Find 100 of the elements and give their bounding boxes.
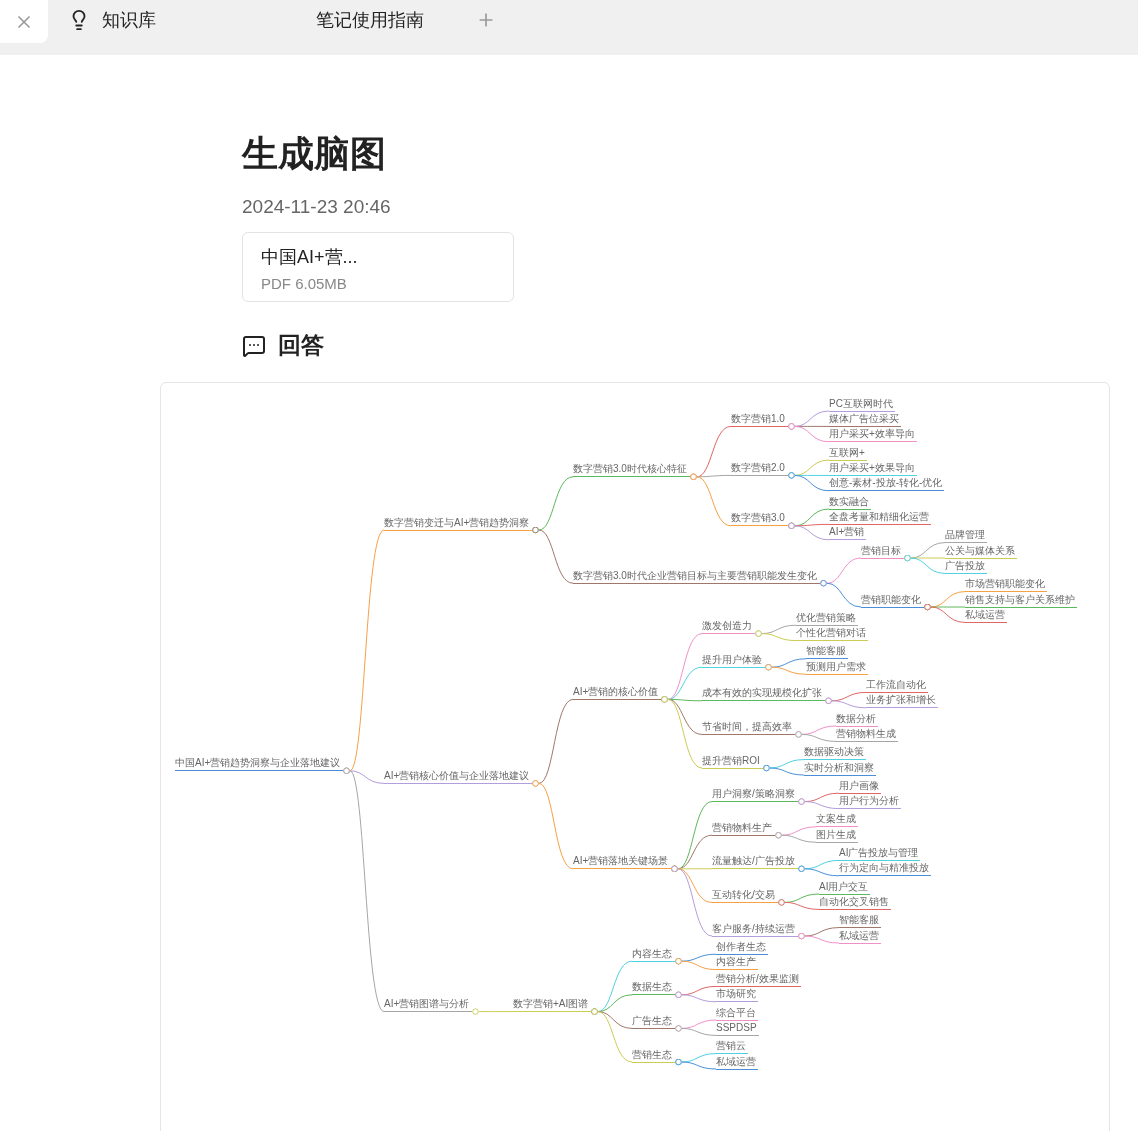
branch-line (472, 1008, 514, 1015)
topic-text: 实时分析和洞察 (804, 761, 874, 774)
topic-node (829, 412, 901, 430)
topic-node (804, 761, 876, 779)
topic-node (716, 1021, 759, 1039)
branch-line (343, 767, 385, 1013)
topic-text: 智能客服 (839, 914, 879, 927)
branch-line (675, 1025, 717, 1036)
topic-text: 营销云 (716, 1040, 746, 1053)
topic-text: 数字营销+AI图谱 (513, 998, 589, 1011)
topic-text: 提升营销ROI (702, 754, 760, 767)
topic-text: 媒体广告位采买 (829, 412, 899, 425)
branch-line (765, 663, 807, 675)
topic-text: 工作流自动化 (866, 678, 926, 691)
topic-node (819, 895, 891, 913)
topic-text: 中国AI+营销趋势洞察与企业落地建议 (175, 757, 341, 770)
topic-node (829, 510, 931, 528)
topic-node (716, 972, 801, 990)
topic-text: 创作者生态 (716, 940, 766, 953)
topic-node (945, 559, 987, 577)
topic-text: 客户服务/持续运营 (712, 922, 795, 935)
topic-text: 广告投放 (945, 559, 985, 572)
topic-text: 数字营销3.0 (731, 512, 785, 525)
topic-text: 全盘考量和精细化运营 (829, 510, 929, 523)
topic-text: 用户采买+效率导向 (829, 428, 915, 441)
topic-text: 流量触达/广告投放 (712, 855, 795, 868)
topic-node (839, 929, 881, 947)
branch-line (763, 764, 805, 776)
topic-text: 数实融合 (829, 495, 869, 508)
branch-line (775, 831, 817, 843)
branch-line (661, 696, 703, 769)
topic-text: 营销分析/效果监测 (716, 972, 799, 985)
topic-text: 自动化交叉销售 (819, 895, 889, 908)
topic-node (829, 461, 917, 479)
topic-node (816, 828, 858, 846)
topic-text: 营销生态 (632, 1048, 672, 1061)
topic-node (716, 1055, 758, 1073)
branch-line (755, 630, 797, 642)
topic-text: 图片生成 (816, 828, 856, 841)
topic-text: 营销物料生产 (712, 821, 772, 834)
branch-line (795, 731, 837, 742)
topic-node (819, 880, 871, 898)
branch-line (788, 423, 830, 443)
topic-text: 个性化营销对话 (796, 627, 866, 640)
topic-text: 节省时间，提高效率 (702, 720, 792, 733)
file-name: 中国AI+营... (261, 246, 359, 269)
branch-line (671, 865, 713, 937)
topic-text: 私域运营 (716, 1055, 756, 1068)
branch-line (532, 526, 574, 584)
branch-line (798, 932, 840, 944)
topic-text: 数据驱动决策 (804, 746, 864, 759)
topic-text: 预测用户需求 (806, 660, 866, 673)
topic-node (836, 712, 878, 730)
topic-text: AI+营销落地关键场景 (573, 855, 669, 868)
topic-node (839, 779, 881, 797)
topic-text: 互动转化/交易 (712, 888, 775, 901)
branch-line (904, 554, 946, 574)
branch-line (778, 899, 820, 910)
branch-line (788, 472, 830, 492)
topic-text: 用户洞察/策略洞察 (712, 788, 795, 801)
topic-node (829, 446, 867, 464)
file-meta: PDF 6.05MB (261, 275, 348, 292)
topic-text: 公关与媒体关系 (945, 544, 1015, 557)
tab-label: 知识库 (102, 9, 156, 32)
topic-text: 营销职能变化 (861, 593, 921, 606)
topic-text: AI+营销 (829, 526, 865, 539)
topic-text: 用户采买+效果导向 (829, 461, 915, 474)
topic-text: 数字营销2.0 (731, 461, 785, 474)
topic-text: 私域运营 (965, 608, 1005, 621)
topic-text: AI+营销核心价值与企业落地建议 (384, 769, 530, 782)
branch-line (825, 697, 867, 709)
topic-text: AI用户交互 (819, 880, 869, 893)
branch-line (798, 865, 840, 877)
topic-node (965, 593, 1077, 611)
topic-text: 数据生态 (632, 981, 672, 994)
topic-text: 数据分析 (836, 712, 876, 725)
topic-node (806, 660, 868, 678)
topic-text: 用户画像 (839, 779, 879, 792)
topic-text: 广告生态 (632, 1014, 672, 1027)
topic-text: 业务扩张和增长 (866, 694, 936, 707)
topic-text: 提升用户体验 (702, 653, 762, 666)
topic-node (836, 727, 898, 745)
topic-text: AI广告投放与管理 (839, 846, 919, 859)
branch-line (675, 991, 717, 1003)
topic-text: 营销目标 (861, 544, 901, 557)
topic-text: 互联网+ (829, 446, 865, 459)
topic-text: 数字营销3.0时代企业营销目标与主要营销职能发生变化 (573, 569, 817, 582)
topic-node (829, 397, 895, 415)
branch-line (798, 798, 840, 810)
topic-text: 智能客服 (806, 645, 846, 658)
topic-text: 数字营销3.0时代核心特征 (573, 463, 687, 476)
section-heading: 回答 (278, 331, 324, 360)
topic-node (866, 678, 928, 696)
branch-line (675, 957, 717, 971)
topic-text: 成本有效的实现规模化扩张 (702, 687, 822, 700)
tab-label: 笔记使用指南 (316, 9, 424, 32)
topic-text: 行为定向与精准投放 (839, 862, 929, 875)
topic-text: 数字营销变迁与AI+营销趋势洞察 (384, 516, 530, 529)
topic-text: 激发创造力 (702, 620, 752, 633)
page-title: 生成脑图 (242, 132, 386, 176)
